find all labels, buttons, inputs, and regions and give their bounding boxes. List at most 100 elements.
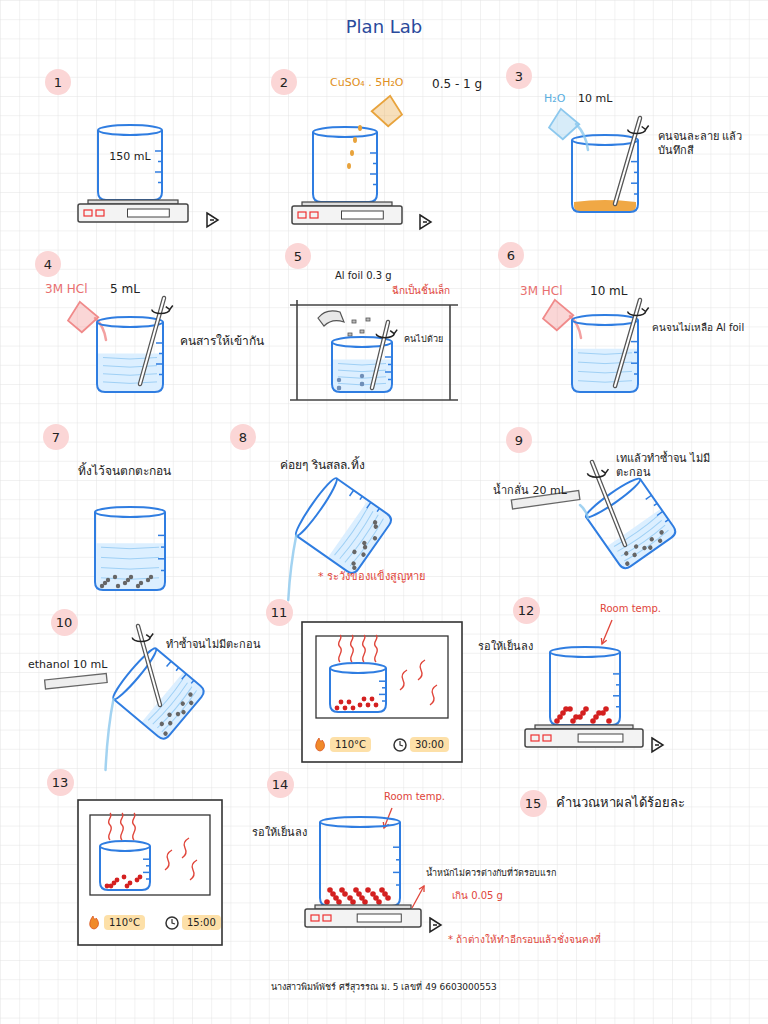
step-number: 2 bbox=[280, 75, 288, 90]
powder-drop bbox=[347, 163, 351, 169]
graduation bbox=[158, 161, 162, 163]
precipitate-dot bbox=[583, 706, 589, 712]
step-number-circle: 5 bbox=[285, 243, 311, 269]
foil-sheet bbox=[318, 311, 344, 326]
step-number: 7 bbox=[52, 430, 60, 445]
liquid bbox=[96, 543, 164, 589]
beaker bbox=[292, 475, 394, 575]
note-text: Room temp. bbox=[384, 791, 445, 804]
balance-button bbox=[323, 915, 331, 921]
note-text: 150 mL bbox=[109, 150, 150, 164]
graduation bbox=[156, 363, 163, 365]
precipitate-dot bbox=[113, 575, 117, 579]
graduation bbox=[143, 858, 150, 860]
note-text: 5 mL bbox=[110, 282, 140, 297]
graduation bbox=[613, 695, 620, 697]
foil-piece bbox=[348, 333, 352, 336]
graduation bbox=[155, 171, 162, 173]
beaker-wall bbox=[98, 130, 162, 200]
note-text: รอให้เย็นลง bbox=[478, 640, 533, 654]
beaker-wall bbox=[114, 649, 207, 742]
precipitate-dot bbox=[129, 575, 133, 579]
heat-wave bbox=[132, 813, 135, 840]
liquid-hatch bbox=[335, 508, 369, 556]
graduation bbox=[176, 668, 179, 671]
balance-display bbox=[357, 914, 401, 922]
balance bbox=[305, 905, 421, 927]
heat-wave bbox=[120, 813, 123, 840]
ethanol-tube bbox=[45, 674, 108, 689]
step-number: 14 bbox=[272, 777, 289, 792]
step-number-circle: 10 bbox=[51, 609, 78, 636]
stir-arrowhead bbox=[146, 634, 153, 638]
liquid bbox=[608, 509, 677, 569]
graduation bbox=[377, 508, 379, 511]
graduation bbox=[657, 511, 663, 515]
tare-symbol bbox=[420, 215, 431, 229]
graduation bbox=[155, 150, 162, 152]
beaker bbox=[572, 315, 638, 392]
beaker bbox=[98, 125, 162, 200]
step-number: 12 bbox=[518, 603, 535, 618]
precipitate-dot bbox=[109, 884, 114, 889]
graduation bbox=[665, 520, 668, 522]
flame-icon bbox=[316, 738, 325, 751]
stir-arc bbox=[132, 638, 150, 642]
precipitate-dot bbox=[603, 706, 609, 712]
rod-core bbox=[372, 322, 388, 388]
graduation bbox=[393, 872, 400, 874]
step-number-circle: 15 bbox=[520, 790, 547, 817]
note-text: H₂O bbox=[544, 92, 565, 106]
note-text: Al foil 0.3 g bbox=[335, 270, 392, 283]
beaker-rim bbox=[330, 663, 386, 673]
heat-wave bbox=[362, 635, 365, 662]
heat-squiggle bbox=[190, 860, 197, 880]
pointer-head bbox=[601, 638, 606, 644]
setting-badge: 15:00 bbox=[182, 915, 221, 930]
precipitate-dot bbox=[351, 549, 357, 555]
note-text: ฉีกเป็นชิ้นเล็ก bbox=[392, 285, 450, 298]
stir-arc bbox=[152, 310, 170, 314]
balance bbox=[525, 725, 643, 747]
precipitate-dot bbox=[351, 706, 356, 711]
heat-squiggle bbox=[418, 660, 425, 680]
beaker-rim bbox=[98, 125, 162, 135]
precipitate-dot bbox=[659, 529, 665, 535]
rod-outline bbox=[138, 626, 160, 705]
note-text: 3M HCl bbox=[45, 282, 88, 297]
precipitate-dot bbox=[360, 552, 366, 558]
note-text: ทิ้งไว้จนตกตะกอน bbox=[78, 464, 171, 479]
stirring-rod bbox=[615, 118, 649, 204]
setting-value: 110°C bbox=[335, 739, 366, 750]
step-number-circle: 11 bbox=[266, 599, 293, 626]
note-text: ค่อยๆ รินสลล.ทิ้ง bbox=[280, 458, 365, 473]
graduation bbox=[159, 374, 163, 376]
note-text: นางสาวพิมพ์พัชร์ ศรีสุวรรณ ม. 5 เลขที่ 4… bbox=[271, 982, 496, 993]
precipitate-dot bbox=[350, 899, 356, 905]
note-text: รอให้เย็นลง bbox=[252, 826, 307, 840]
note-text: คนไปด้วย bbox=[404, 334, 443, 345]
beaker-wall bbox=[550, 652, 620, 725]
precipitate-dot bbox=[175, 711, 181, 717]
note-text: 10 mL bbox=[578, 92, 612, 106]
oven-body bbox=[78, 800, 222, 945]
graduation bbox=[631, 341, 638, 343]
beaker-wall bbox=[100, 846, 150, 890]
step-number: 1 bbox=[54, 75, 62, 90]
stirring-rod bbox=[615, 300, 649, 386]
liquid-hatch bbox=[621, 525, 666, 557]
step-number-circle: 9 bbox=[506, 427, 532, 453]
setting-value: 30:00 bbox=[415, 739, 444, 750]
precipitate-dot bbox=[563, 706, 569, 712]
powder-drop bbox=[358, 125, 362, 131]
foil-piece bbox=[360, 330, 364, 333]
precipitate-dot bbox=[337, 386, 341, 390]
step-number-circle: 4 bbox=[35, 251, 61, 277]
precipitate-dot bbox=[632, 552, 638, 558]
beaker bbox=[330, 663, 386, 712]
pouring-cup bbox=[547, 109, 580, 141]
graduation bbox=[616, 684, 620, 686]
beaker-wall bbox=[572, 320, 638, 392]
balance-button bbox=[310, 212, 318, 218]
graduation bbox=[654, 503, 657, 505]
